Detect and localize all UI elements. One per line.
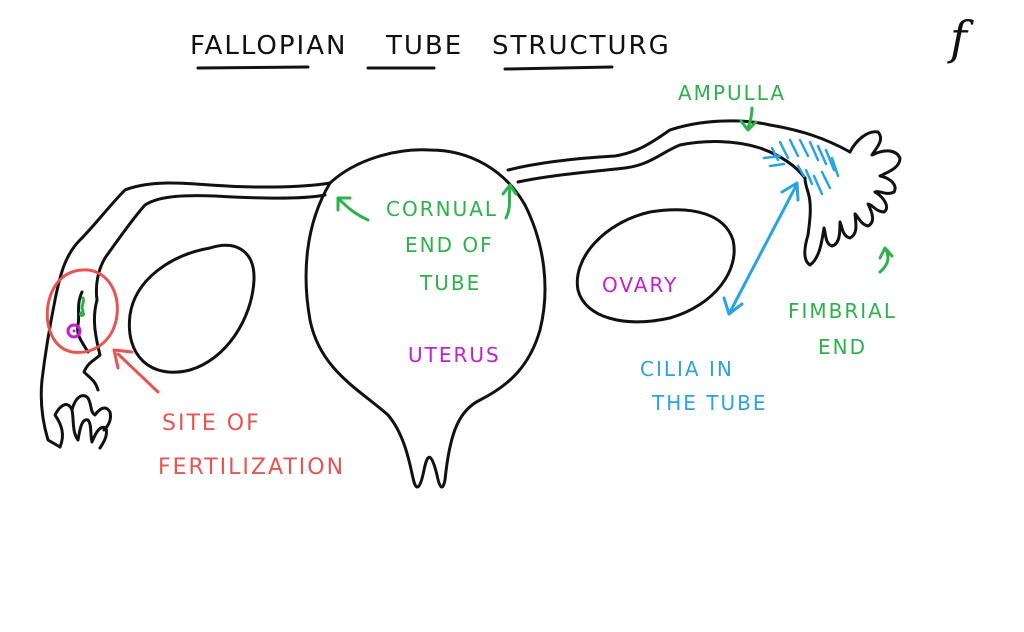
cilia-arrow-line <box>728 184 798 314</box>
cornual-arrow-left <box>338 198 370 222</box>
cilia-arrow-head-top <box>780 181 800 202</box>
ampulla-arrow <box>746 106 754 130</box>
label-cornual-line-2: END OF <box>405 233 494 257</box>
label-site-line-2: FERTILIZATION <box>158 455 345 480</box>
label-fimbrial-line-2: END <box>818 335 867 359</box>
cornual-arrow-left-head <box>336 196 352 212</box>
right-tube-lower-wall <box>516 140 807 184</box>
label-cilia-line-2: THE TUBE <box>651 391 767 415</box>
cilia-hatching <box>762 138 840 196</box>
title-word-fallopian: FALLOPIAN <box>190 31 347 61</box>
fimbrial-arrow-head <box>878 246 894 260</box>
ovum-nucleus-icon <box>72 329 76 333</box>
ampulla-arrow-head <box>739 119 758 132</box>
label-cilia-line-1: CILIA IN <box>640 357 734 381</box>
anatomy-outline <box>39 119 902 489</box>
right-ovary-outline <box>575 208 736 324</box>
label-ovary: OVARY <box>602 273 678 297</box>
left-tube-lower-wall <box>94 193 327 302</box>
uterus-outline <box>304 148 547 489</box>
fertilization-arrow-head <box>112 348 134 370</box>
cornual-arrow-right-head <box>501 183 518 196</box>
right-tube-upper-wall <box>506 119 852 172</box>
left-fimbriae <box>53 394 112 450</box>
cilia-arrow <box>722 181 800 316</box>
fertilization-site <box>45 268 160 394</box>
sperm-head-icon <box>79 311 85 317</box>
label-cornual-line-3: TUBE <box>419 271 481 295</box>
label-uterus: UTERUS <box>408 343 501 367</box>
corner-mark: f <box>947 11 974 65</box>
label-ampulla: AMPULLA <box>678 81 786 105</box>
left-ampulla-wall <box>82 298 102 392</box>
label-cornual-line-1: CORNUAL <box>386 197 498 221</box>
sperm-icon <box>80 296 85 313</box>
title-word-structurg: STRUCTURG <box>492 31 671 61</box>
fertilization-circle <box>45 268 119 354</box>
label-fimbrial-line-1: FIMBRIAL <box>788 299 897 323</box>
title-underline-3 <box>503 65 614 71</box>
label-site-line-1: SITE OF <box>162 411 261 436</box>
title: FALLOPIAN TUBE STRUCTURG <box>190 31 671 71</box>
title-underline-1 <box>196 65 310 70</box>
title-word-tube: TUBE <box>385 31 463 61</box>
ovum-icon <box>66 323 82 339</box>
cornual-arrow-right <box>504 186 512 220</box>
left-ovary-outline <box>127 243 256 374</box>
right-fimbriae <box>803 130 902 267</box>
fertilization-arrow <box>116 352 160 394</box>
green-arrows <box>336 106 894 274</box>
cilia-arrow-head-bottom <box>722 296 744 316</box>
left-tube-upper-wall <box>39 181 332 449</box>
labels: AMPULLA CORNUAL END OF TUBE UTERUS OVARY… <box>158 81 897 480</box>
